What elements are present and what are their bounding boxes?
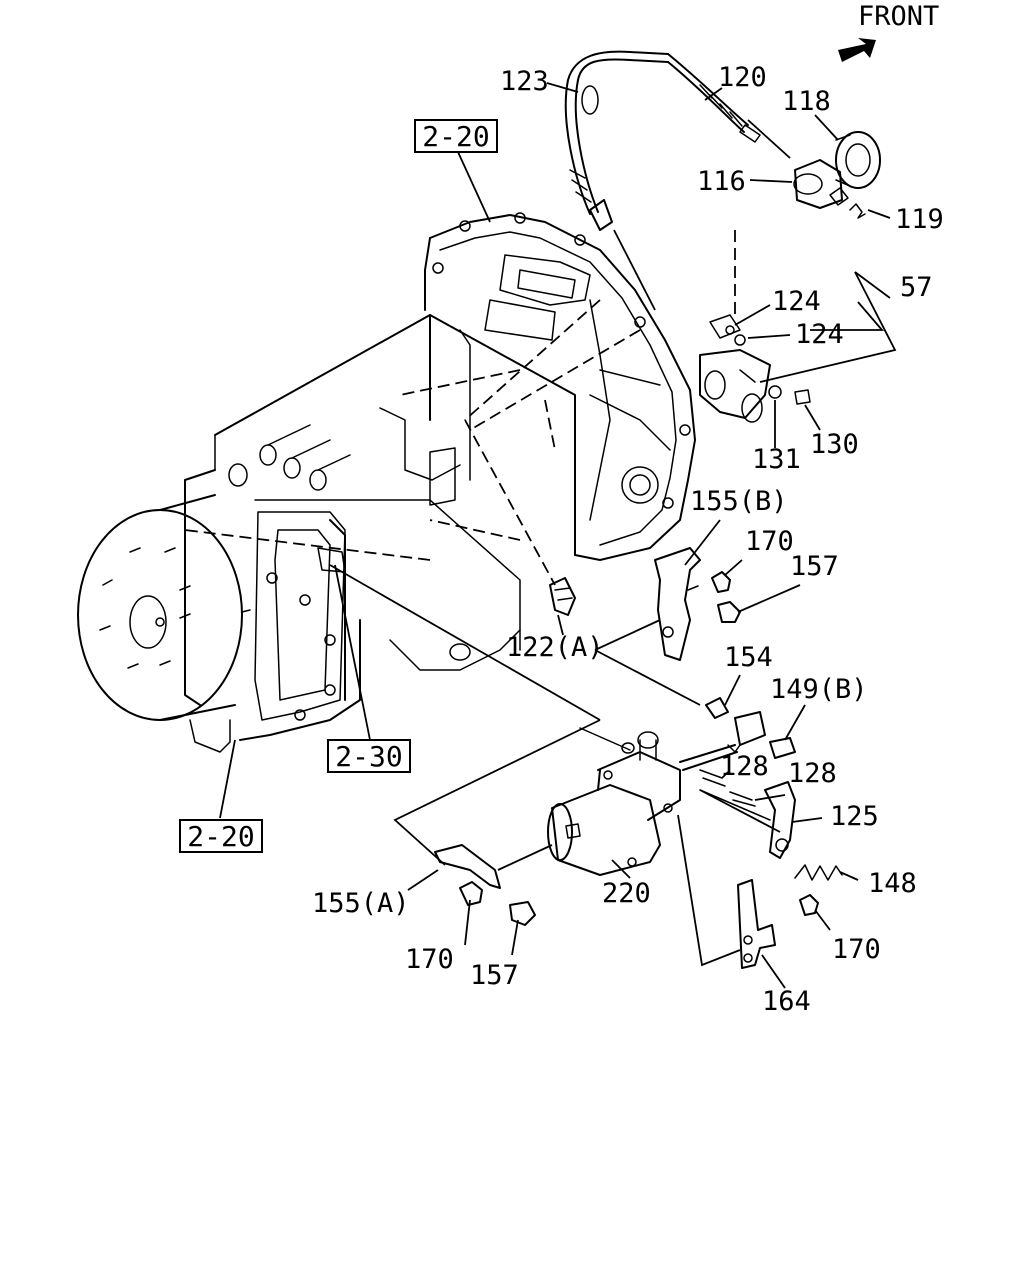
- callout-124-lower[interactable]: 124: [795, 319, 844, 350]
- front-arrow-icon: [838, 38, 876, 62]
- callout-164[interactable]: 164: [762, 986, 811, 1017]
- ref-box-left-label: 2-30: [335, 740, 402, 773]
- callout-125[interactable]: 125: [830, 801, 879, 832]
- callout-122a[interactable]: 122(A): [506, 632, 604, 663]
- callout-220[interactable]: 220: [602, 878, 651, 909]
- callout-119[interactable]: 119: [895, 204, 944, 235]
- callout-120[interactable]: 120: [718, 62, 767, 93]
- callout-170-lower[interactable]: 170: [405, 944, 454, 975]
- ref-box-top-label: 2-20: [422, 120, 489, 153]
- front-label: FRONT: [858, 1, 939, 32]
- ref-box-bottom[interactable]: 2-20: [179, 819, 263, 853]
- ref-box-bottom-label: 2-20: [187, 820, 254, 853]
- callout-131[interactable]: 131: [752, 444, 801, 475]
- callout-57[interactable]: 57: [900, 272, 933, 303]
- callout-128-right[interactable]: 128: [788, 758, 837, 789]
- assembly-lines: [329, 119, 791, 967]
- callout-116[interactable]: 116: [697, 166, 746, 197]
- release-bearing-parts: [793, 131, 881, 219]
- callout-130[interactable]: 130: [810, 429, 859, 460]
- callout-157-upper[interactable]: 157: [790, 551, 839, 582]
- callout-148[interactable]: 148: [868, 868, 917, 899]
- callout-170-right[interactable]: 170: [832, 934, 881, 965]
- callout-157-lower[interactable]: 157: [470, 960, 519, 991]
- front-indicator: FRONT: [838, 1, 939, 62]
- callout-155b[interactable]: 155(B): [690, 486, 788, 517]
- callout-149b[interactable]: 149(B): [770, 674, 868, 705]
- callout-155a[interactable]: 155(A): [312, 888, 410, 919]
- transmission-drawing: [77, 212, 696, 753]
- cylinder-220-drawing: [547, 727, 681, 876]
- release-fork-parts: [699, 314, 811, 423]
- leader-lines: [219, 82, 897, 989]
- callout-124-upper[interactable]: 124: [772, 286, 821, 317]
- callout-118[interactable]: 118: [782, 86, 831, 117]
- callout-128-left[interactable]: 128: [720, 751, 769, 782]
- ref-box-top[interactable]: 2-20: [414, 119, 498, 153]
- ref-box-left[interactable]: 2-30: [327, 739, 411, 773]
- phantom-lines: [184, 230, 736, 586]
- callout-123[interactable]: 123: [500, 66, 549, 97]
- bracket-parts: [434, 547, 843, 969]
- callouts: 123 120 118 116 119 124 124 57 131 130 1…: [312, 62, 944, 1017]
- callout-170-upper[interactable]: 170: [745, 526, 794, 557]
- callout-154[interactable]: 154: [724, 642, 773, 673]
